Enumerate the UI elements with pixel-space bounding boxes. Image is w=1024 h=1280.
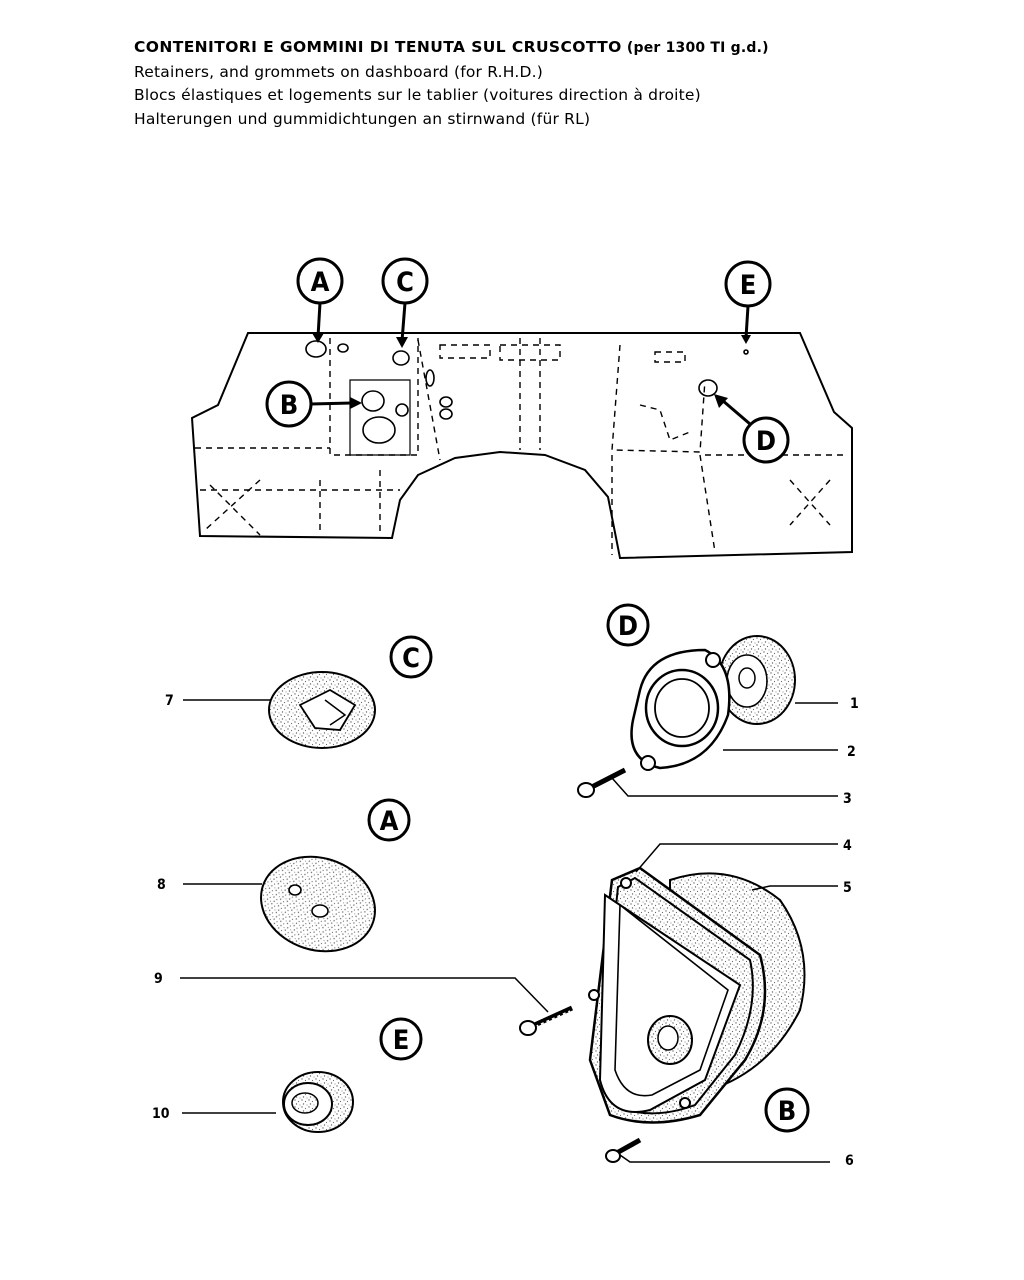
dashboard-callout-d-letter: D	[756, 426, 776, 457]
part-number-6: 6	[845, 1153, 854, 1169]
dashboard-callout-e: E	[724, 260, 772, 344]
dashboard-callout-a-letter: A	[311, 267, 330, 298]
title-italian-note: (per 1300 TI g.d.)	[626, 40, 769, 56]
part-number-5: 5	[843, 880, 852, 896]
part-number-9: 9	[154, 971, 163, 987]
detail-callout-c-letter: C	[402, 643, 420, 674]
detail-callout-e-letter: E	[393, 1025, 410, 1056]
dashboard-callout-d: D	[714, 394, 790, 464]
dashboard-callout-b-letter: B	[280, 390, 299, 421]
dashboard-callout-c: C	[381, 257, 429, 348]
dashboard-callout-e-letter: E	[740, 270, 757, 301]
title-line-italian: CONTENITORI E GOMMINI DI TENUTA SUL CRUS…	[134, 36, 994, 61]
detail-callout-a-letter: A	[380, 806, 399, 837]
part-number-3: 3	[843, 791, 852, 807]
detail-a-retainer: A 8	[157, 798, 411, 953]
title-english: Retainers, and grommets on dashboard (fo…	[134, 62, 544, 81]
detail-callout-b-letter: B	[778, 1096, 797, 1127]
detail-b-retainer-assembly: 4 5 6 B	[588, 838, 854, 1169]
part-number-7: 7	[165, 693, 174, 709]
dashboard-callout-a: A	[296, 257, 344, 343]
part-number-4: 4	[843, 838, 852, 854]
part-number-1: 1	[850, 696, 859, 712]
title-italian: CONTENITORI E GOMMINI DI TENUTA SUL CRUS…	[134, 38, 622, 56]
title-french: Blocs élastiques et logements sur le tab…	[134, 86, 701, 104]
part-number-10: 10	[152, 1106, 170, 1122]
header: CONTENITORI E GOMMINI DI TENUTA SUL CRUS…	[134, 36, 994, 131]
title-german: Halterungen und gummidichtungen an stirn…	[134, 109, 591, 128]
dashboard-callout-b: B	[265, 380, 362, 428]
detail-d-retainer-assembly: D 1 2 3	[577, 603, 859, 807]
part-number-8: 8	[157, 877, 166, 893]
detail-callout-d-letter: D	[618, 611, 638, 642]
detail-c-grommet: C 7	[165, 635, 433, 749]
part-number-2: 2	[847, 744, 856, 760]
screw-9: 9	[154, 971, 574, 1036]
detail-e-grommet: E 10	[152, 1017, 423, 1133]
dashboard-callout-c-letter: C	[396, 267, 414, 298]
